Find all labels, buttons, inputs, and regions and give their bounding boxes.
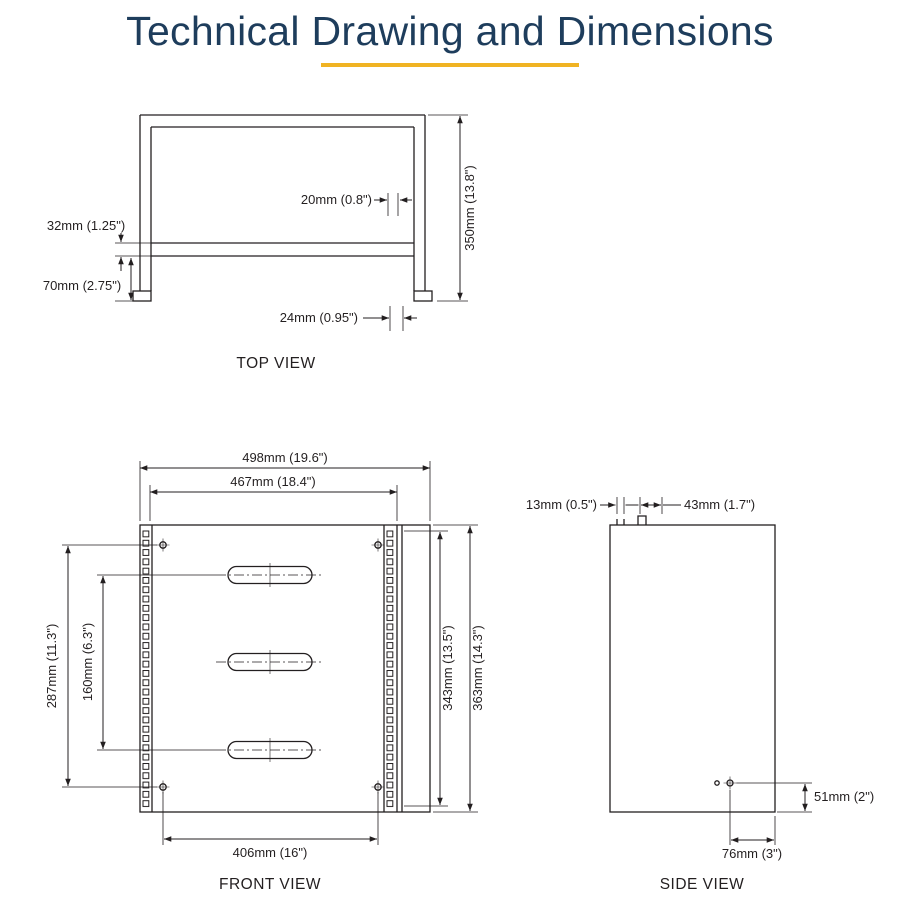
dim-front-overall-height: 363mm (14.3") — [470, 625, 485, 711]
header: Technical Drawing and Dimensions — [0, 0, 900, 67]
wall-plate-lines — [151, 242, 414, 257]
side-view-label: SIDE VIEW — [660, 876, 745, 893]
dim-side-lip: 13mm (0.5") — [526, 497, 597, 512]
dim-top-flange: 24mm (0.95") — [280, 310, 358, 325]
dim-side-hole-offset-v: 51mm (2") — [814, 789, 874, 804]
dim-front-slot-spacing: 160mm (6.3") — [80, 623, 95, 701]
dim-top-plate-offset: 32mm (1.25") — [47, 218, 125, 233]
top-view-dimension-lines — [115, 114, 468, 331]
dim-top-depth: 350mm (13.8") — [462, 165, 477, 251]
dim-front-overall-width: 498mm (19.6") — [242, 450, 328, 465]
right-rail-holes — [386, 530, 394, 810]
left-rail-holes — [142, 530, 150, 810]
side-view-outline — [609, 515, 776, 813]
top-view: 20mm (0.8") 32mm (1.25") 70mm (2.75") 24… — [43, 114, 477, 372]
front-view: 498mm (19.6") 467mm (18.4") 287mm (11.3"… — [44, 450, 485, 893]
front-view-label: FRONT VIEW — [219, 876, 321, 893]
side-hole-crosshair — [723, 776, 737, 790]
left-foot — [132, 290, 152, 302]
title-underline — [321, 63, 579, 67]
side-hole — [714, 780, 720, 786]
dim-front-hole-spacing-h: 406mm (16") — [233, 845, 308, 860]
top-view-label: TOP VIEW — [236, 355, 315, 372]
dim-front-rail-height: 343mm (13.5") — [440, 625, 455, 711]
top-bracket-hook — [616, 515, 647, 525]
dim-side-bracket-depth: 43mm (1.7") — [684, 497, 755, 512]
hole-crosshairs — [156, 538, 385, 794]
side-view: 13mm (0.5") 43mm (1.7") 51mm (2") 76mm (… — [526, 497, 874, 893]
dim-side-hole-offset-h: 76mm (3") — [722, 846, 782, 861]
dim-front-hole-spacing-v: 287mm (11.3") — [44, 624, 59, 709]
dim-front-face-width: 467mm (18.4") — [230, 474, 316, 489]
right-foot — [413, 290, 433, 302]
top-view-outline — [132, 114, 433, 302]
dim-top-plate-depth: 70mm (2.75") — [43, 278, 121, 293]
side-view-dimension-lines — [600, 497, 812, 845]
dim-top-lip: 20mm (0.8") — [301, 192, 372, 207]
front-view-dimension-lines — [62, 461, 478, 845]
page-title: Technical Drawing and Dimensions — [126, 8, 774, 54]
